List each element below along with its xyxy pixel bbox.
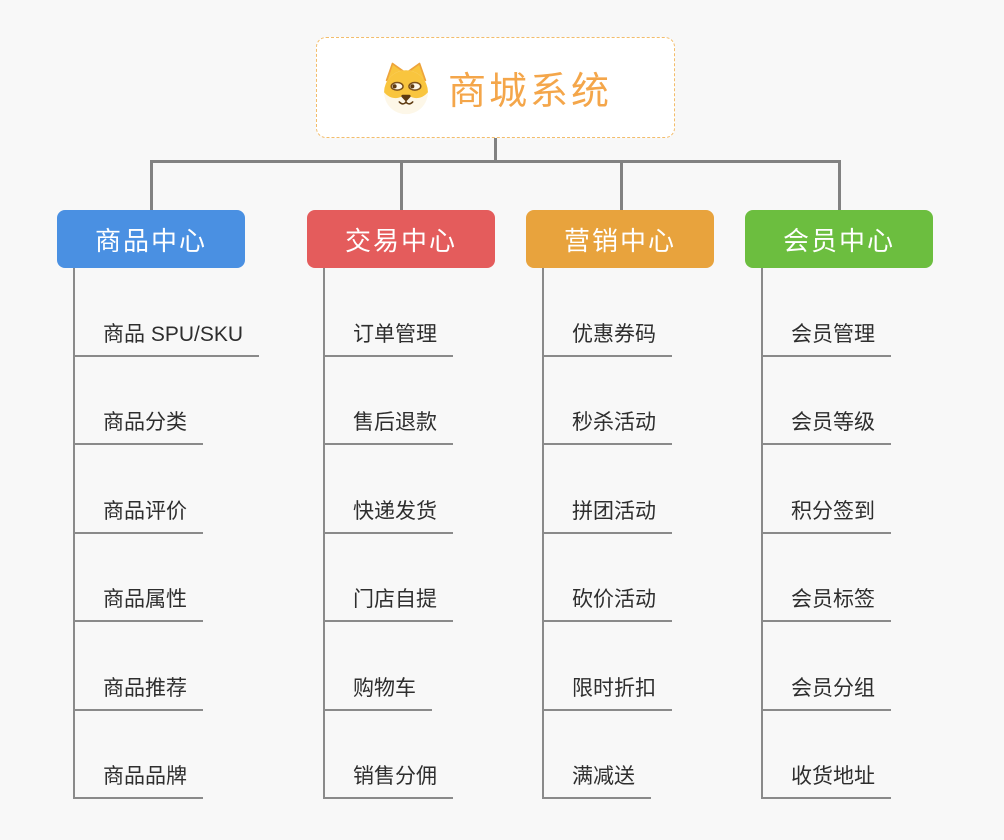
node-item-label: 门店自提 bbox=[325, 583, 453, 622]
branch-header-label: 营销中心 bbox=[563, 225, 676, 256]
node-item-label: 收货地址 bbox=[763, 760, 891, 799]
root-node[interactable]: 商城系统 bbox=[316, 37, 675, 138]
node-item-label: 砍价活动 bbox=[544, 583, 672, 622]
node-item[interactable]: 门店自提 bbox=[325, 534, 453, 622]
branch-items-marketing-center: 优惠券码 秒杀活动 拼团活动 砍价活动 限时折扣 满减送 bbox=[542, 268, 672, 799]
node-item[interactable]: 会员分组 bbox=[763, 622, 891, 711]
node-item[interactable]: 订单管理 bbox=[325, 268, 453, 357]
branch-header-label: 商品中心 bbox=[94, 225, 207, 256]
node-item[interactable]: 快递发货 bbox=[325, 445, 453, 534]
connector-root-stem bbox=[494, 138, 497, 163]
node-item-label: 商品分类 bbox=[75, 406, 203, 445]
node-item-label: 商品推荐 bbox=[75, 672, 203, 711]
node-item[interactable]: 商品 SPU/SKU bbox=[75, 268, 260, 357]
node-item[interactable]: 满减送 bbox=[544, 711, 672, 799]
node-item-label: 秒杀活动 bbox=[544, 406, 672, 445]
node-item[interactable]: 收货地址 bbox=[763, 711, 891, 799]
node-item[interactable]: 售后退款 bbox=[325, 357, 453, 445]
connector-horizontal bbox=[150, 160, 841, 163]
node-item[interactable]: 积分签到 bbox=[763, 445, 891, 534]
branch-header-product-center[interactable]: 商品中心 bbox=[57, 210, 245, 268]
node-item-label: 满减送 bbox=[544, 760, 651, 799]
node-item[interactable]: 购物车 bbox=[325, 622, 453, 711]
node-item[interactable]: 商品分类 bbox=[75, 357, 259, 445]
node-item-label: 销售分佣 bbox=[325, 760, 453, 799]
branch-header-label: 交易中心 bbox=[344, 225, 457, 256]
node-item[interactable]: 会员等级 bbox=[763, 357, 891, 445]
node-item[interactable]: 商品推荐 bbox=[75, 622, 259, 711]
node-item-label: 商品评价 bbox=[75, 495, 203, 534]
node-item[interactable]: 拼团活动 bbox=[544, 445, 672, 534]
node-item-label: 会员等级 bbox=[763, 406, 891, 445]
node-item-label: 订单管理 bbox=[325, 318, 453, 357]
connector-drop-4 bbox=[838, 160, 841, 210]
node-item[interactable]: 商品品牌 bbox=[75, 711, 259, 799]
node-item[interactable]: 会员标签 bbox=[763, 534, 891, 622]
node-item[interactable]: 优惠券码 bbox=[544, 268, 672, 357]
branch-header-member-center[interactable]: 会员中心 bbox=[745, 210, 933, 268]
node-item-label: 商品 SPU/SKU bbox=[75, 318, 260, 357]
branch-items-trade-center: 订单管理 售后退款 快递发货 门店自提 购物车 销售分佣 bbox=[323, 268, 453, 799]
connector-drop-3 bbox=[620, 160, 623, 210]
branch-items-product-center: 商品 SPU/SKU 商品分类 商品评价 商品属性 商品推荐 商品品牌 bbox=[73, 268, 260, 799]
node-item-label: 会员标签 bbox=[763, 583, 891, 622]
node-item[interactable]: 秒杀活动 bbox=[544, 357, 672, 445]
branch-header-marketing-center[interactable]: 营销中心 bbox=[526, 210, 714, 268]
node-item[interactable]: 商品评价 bbox=[75, 445, 259, 534]
connector-drop-2 bbox=[400, 160, 403, 210]
node-item-label: 积分签到 bbox=[763, 495, 891, 534]
node-item-label: 购物车 bbox=[325, 672, 432, 711]
node-item-label: 快递发货 bbox=[325, 495, 453, 534]
branch-header-label: 会员中心 bbox=[782, 225, 895, 256]
node-item-label: 限时折扣 bbox=[544, 672, 672, 711]
node-item-label: 优惠券码 bbox=[544, 318, 672, 357]
node-item[interactable]: 销售分佣 bbox=[325, 711, 453, 799]
node-item-label: 商品属性 bbox=[75, 583, 203, 622]
node-item-label: 商品品牌 bbox=[75, 760, 203, 799]
root-title: 商城系统 bbox=[447, 71, 612, 113]
node-item[interactable]: 限时折扣 bbox=[544, 622, 672, 711]
node-item[interactable]: 会员管理 bbox=[763, 268, 891, 357]
node-item[interactable]: 砍价活动 bbox=[544, 534, 672, 622]
node-item-label: 售后退款 bbox=[325, 406, 453, 445]
branch-items-member-center: 会员管理 会员等级 积分签到 会员标签 会员分组 收货地址 bbox=[761, 268, 891, 799]
node-item-label: 会员分组 bbox=[763, 672, 891, 711]
node-item-label: 拼团活动 bbox=[544, 495, 672, 534]
node-item[interactable]: 商品属性 bbox=[75, 534, 259, 622]
connector-drop-1 bbox=[150, 160, 153, 210]
dog-face-icon bbox=[384, 62, 428, 114]
branch-header-trade-center[interactable]: 交易中心 bbox=[307, 210, 495, 268]
node-item-label: 会员管理 bbox=[763, 318, 891, 357]
